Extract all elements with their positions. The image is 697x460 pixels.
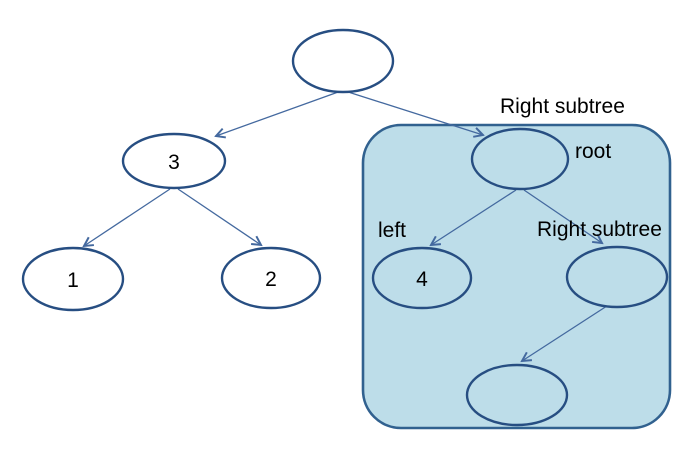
edge-root-to-left-child xyxy=(216,90,342,136)
node-leaf-1 xyxy=(21,246,125,312)
node-leaf-2-value: 2 xyxy=(265,268,277,291)
edge-left-child-to-leaf-2 xyxy=(177,188,261,245)
node-subtree-right-child xyxy=(565,245,669,309)
right-subtree-highlight-box xyxy=(361,123,672,430)
edge-subtree-root-to-right-child xyxy=(523,189,602,243)
edge-root-to-subtree-root xyxy=(344,90,483,135)
label-right-subtree-title: Right subtree xyxy=(500,95,625,118)
node-subtree-bottom-leaf xyxy=(465,363,569,427)
node-tree-root xyxy=(291,28,395,94)
node-leaf-4 xyxy=(371,246,473,310)
node-left-child xyxy=(121,132,227,190)
edge-subtree-root-to-leaf-4 xyxy=(431,189,517,245)
edge-left-child-to-leaf-1 xyxy=(84,188,171,246)
node-leaf-2 xyxy=(220,246,322,310)
label-root: root xyxy=(575,140,611,163)
edge-right-child-to-bottom-leaf xyxy=(522,303,611,361)
label-right-subtree-inner: Right subtree xyxy=(537,218,662,241)
node-leaf-1-value: 1 xyxy=(67,269,79,292)
node-subtree-root xyxy=(470,127,570,191)
label-left: left xyxy=(378,219,406,242)
node-left-child-value: 3 xyxy=(168,151,180,174)
node-leaf-4-value: 4 xyxy=(416,268,428,291)
